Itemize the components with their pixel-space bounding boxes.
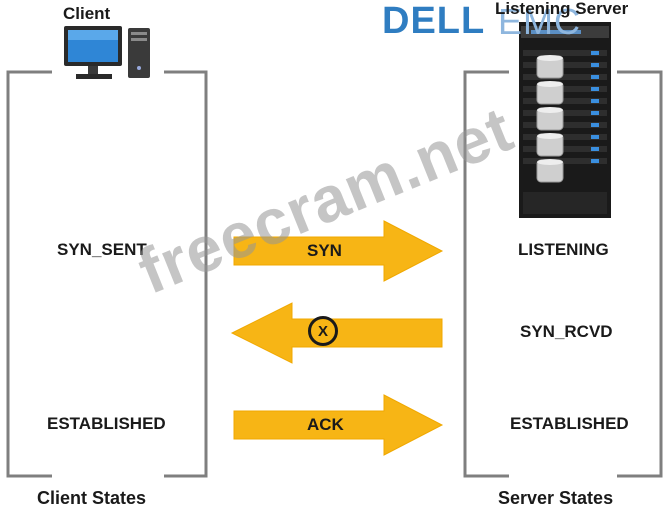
server-title: Listening Server bbox=[495, 0, 629, 18]
blocked-x-icon: X bbox=[308, 316, 338, 346]
syn-arrow-label: SYN bbox=[307, 241, 342, 260]
client-state-syn-sent: SYN_SENT bbox=[57, 240, 147, 259]
syn-arrow bbox=[233, 220, 444, 282]
desktop-computer-icon bbox=[64, 26, 150, 79]
server-states-bracket bbox=[463, 70, 663, 478]
server-state-syn-rcvd: SYN_RCVD bbox=[520, 322, 613, 341]
server-states-footer: Server States bbox=[498, 488, 614, 508]
server-state-established: ESTABLISHED bbox=[510, 414, 629, 433]
ack-arrow-label: ACK bbox=[307, 415, 344, 434]
client-states-bracket bbox=[6, 70, 208, 478]
blocked-x-label: X bbox=[317, 322, 328, 340]
client-states-footer: Client States bbox=[37, 488, 147, 508]
emc-logo-text: EMC bbox=[498, 1, 581, 42]
dell-logo-text: DELL bbox=[382, 0, 486, 42]
server-state-listening: LISTENING bbox=[518, 240, 609, 259]
client-state-established: ESTABLISHED bbox=[47, 414, 166, 433]
server-rack-icon bbox=[519, 22, 611, 218]
ack-arrow bbox=[233, 394, 444, 456]
client-title: Client bbox=[63, 4, 111, 23]
